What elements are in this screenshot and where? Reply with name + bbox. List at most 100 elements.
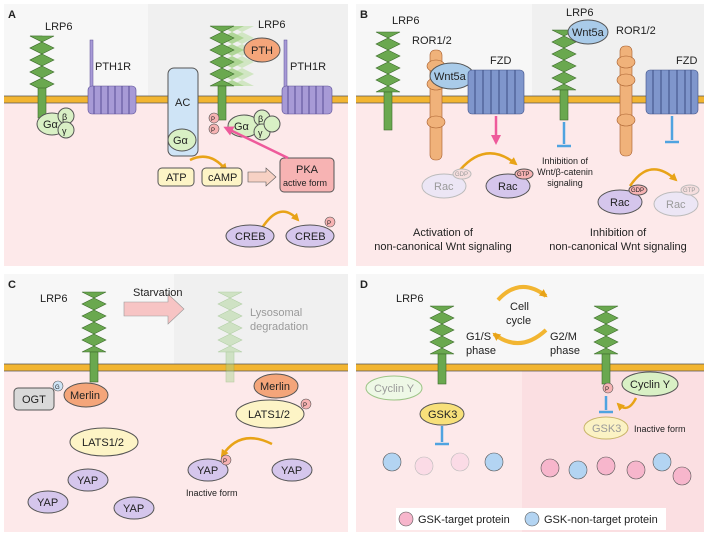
lrp6-label-b-right: LRP6 (566, 7, 594, 19)
g-protein-left: Gα β γ (36, 107, 75, 139)
glcnac-label: G (55, 385, 60, 391)
pth-label: PTH (251, 45, 273, 57)
gsk-target-protein (672, 466, 692, 486)
lrp6-receptor-b-right (551, 29, 577, 121)
legend-non-target-swatch (524, 511, 540, 527)
pth1r-right (281, 39, 333, 115)
gsk-non-target-protein (652, 452, 672, 472)
panel-a: A LRP6 Gα β γ PTH1R (4, 4, 348, 266)
yap-1 (67, 468, 109, 492)
inhib-text-1: Inhibition of (542, 156, 589, 166)
phospho-site (324, 216, 336, 228)
cyclin-y-right (621, 371, 679, 397)
beta-right-label: β (258, 114, 263, 124)
phospho-label: P (211, 128, 215, 134)
gdp-badge-right (628, 184, 648, 196)
yap-1-label: YAP (77, 475, 98, 487)
gsk3-left-label: GSK3 (428, 409, 457, 421)
lrp6-receptor-right (209, 25, 254, 121)
panel-a-letter: A (8, 9, 16, 21)
gtp-label: GTP (517, 172, 529, 178)
fzd-label-b-right: FZD (676, 55, 697, 67)
membrane (356, 364, 704, 371)
lrp6-receptor-d-left (429, 305, 455, 385)
yap-right-label: YAP (281, 465, 302, 477)
cell-cycle-label-2: cycle (506, 315, 531, 327)
inactive-form-c: Inactive form (186, 488, 238, 498)
lats-left-label: LATS1/2 (82, 437, 124, 449)
merlin-right (253, 373, 299, 399)
camp-box (201, 167, 243, 187)
g2m-label-2: phase (550, 345, 580, 357)
pka-form-label: active form (283, 178, 327, 188)
gsk3-left (419, 402, 465, 426)
rac-arrow-right (628, 168, 678, 187)
pth-ligand (243, 37, 281, 63)
membrane (4, 364, 348, 371)
caption-activation-2: non-canonical Wnt signaling (374, 241, 512, 253)
phosphorylation-arrow-c (220, 436, 273, 458)
gsk-target-protein (450, 452, 470, 472)
creb-arrow (260, 210, 300, 229)
gsk3-right (583, 416, 629, 440)
gdp-label: GDP (455, 172, 468, 178)
lats-left (69, 427, 139, 457)
phospho-label: P (223, 459, 227, 465)
pka-box (279, 157, 335, 193)
activation-arrow (247, 167, 277, 187)
wnt5a-label-b-right: Wnt5a (572, 27, 605, 39)
pth1r-left (87, 39, 137, 115)
phospho-site (300, 398, 312, 410)
panel-b-letter: B (360, 9, 368, 21)
panel-d: D LRP6 Cell cycle G1/S phase G2/M phase … (356, 274, 704, 532)
g2m-label-1: G2/M (550, 331, 577, 343)
phosphorylation-arrow (223, 126, 289, 160)
caption-activation-1: Activation of (413, 227, 474, 239)
gtp-right-label: GTP (683, 188, 695, 194)
cell-cycle-label-1: Cell (510, 301, 529, 313)
lrp6-label-d: LRP6 (396, 293, 424, 305)
membrane (356, 96, 704, 103)
creb-inactive (225, 224, 275, 248)
legend-non-target-label: GSK-non-target protein (544, 514, 658, 526)
inhib-text-3: signaling (547, 178, 583, 188)
ogt-box (13, 387, 55, 411)
gsk-target-protein (596, 456, 616, 476)
ror-receptor-b-right (616, 45, 636, 157)
yap-phospho-label: YAP (197, 465, 218, 477)
lrp6-degraded (217, 291, 243, 383)
gas-right-label: Gα (234, 121, 250, 133)
panel-d-letter: D (360, 279, 368, 291)
starvation-label: Starvation (133, 287, 183, 299)
yap-2 (27, 490, 69, 514)
lrp6-label-right: LRP6 (258, 19, 286, 31)
panel-c-letter: C (8, 279, 16, 291)
legend-target-label: GSK-target protein (418, 514, 510, 526)
lrp6-receptor (29, 35, 55, 119)
yap-3-label: YAP (123, 503, 144, 515)
rac-gdp-label: Rac (434, 181, 454, 193)
rac-gtp-label: Rac (498, 181, 518, 193)
gdp-right-label: GDP (631, 188, 644, 194)
lrp6-label: LRP6 (45, 21, 73, 33)
merlin-left-label: Merlin (70, 390, 100, 402)
inactive-form-d: Inactive form (634, 424, 686, 434)
pka-label: PKA (296, 164, 319, 176)
caption-inhibition-2: non-canonical Wnt signaling (549, 241, 687, 253)
gas-ac (167, 128, 197, 152)
panel-b: B LRP6 ROR1/2 Wnt5a FZD Rac (356, 4, 704, 266)
wnt5a-ligand-right (567, 19, 609, 45)
fzd-receptor-b (467, 69, 525, 115)
merlin-left (63, 382, 109, 408)
pth1r-label-right: PTH1R (290, 61, 326, 73)
phospho-label-d: P (605, 387, 609, 393)
g1s-label-2: phase (466, 345, 496, 357)
creb-label-1: CREB (235, 231, 266, 243)
phospho-site (220, 454, 232, 466)
phospho-site (602, 382, 614, 394)
legend-target-swatch (398, 511, 414, 527)
inhib-text-2: Wnt/β-catenin (537, 167, 593, 177)
wnt5a-label-b: Wnt5a (434, 71, 467, 83)
camp-label: cAMP (208, 172, 237, 184)
lrp6-receptor-d-right (593, 305, 619, 385)
